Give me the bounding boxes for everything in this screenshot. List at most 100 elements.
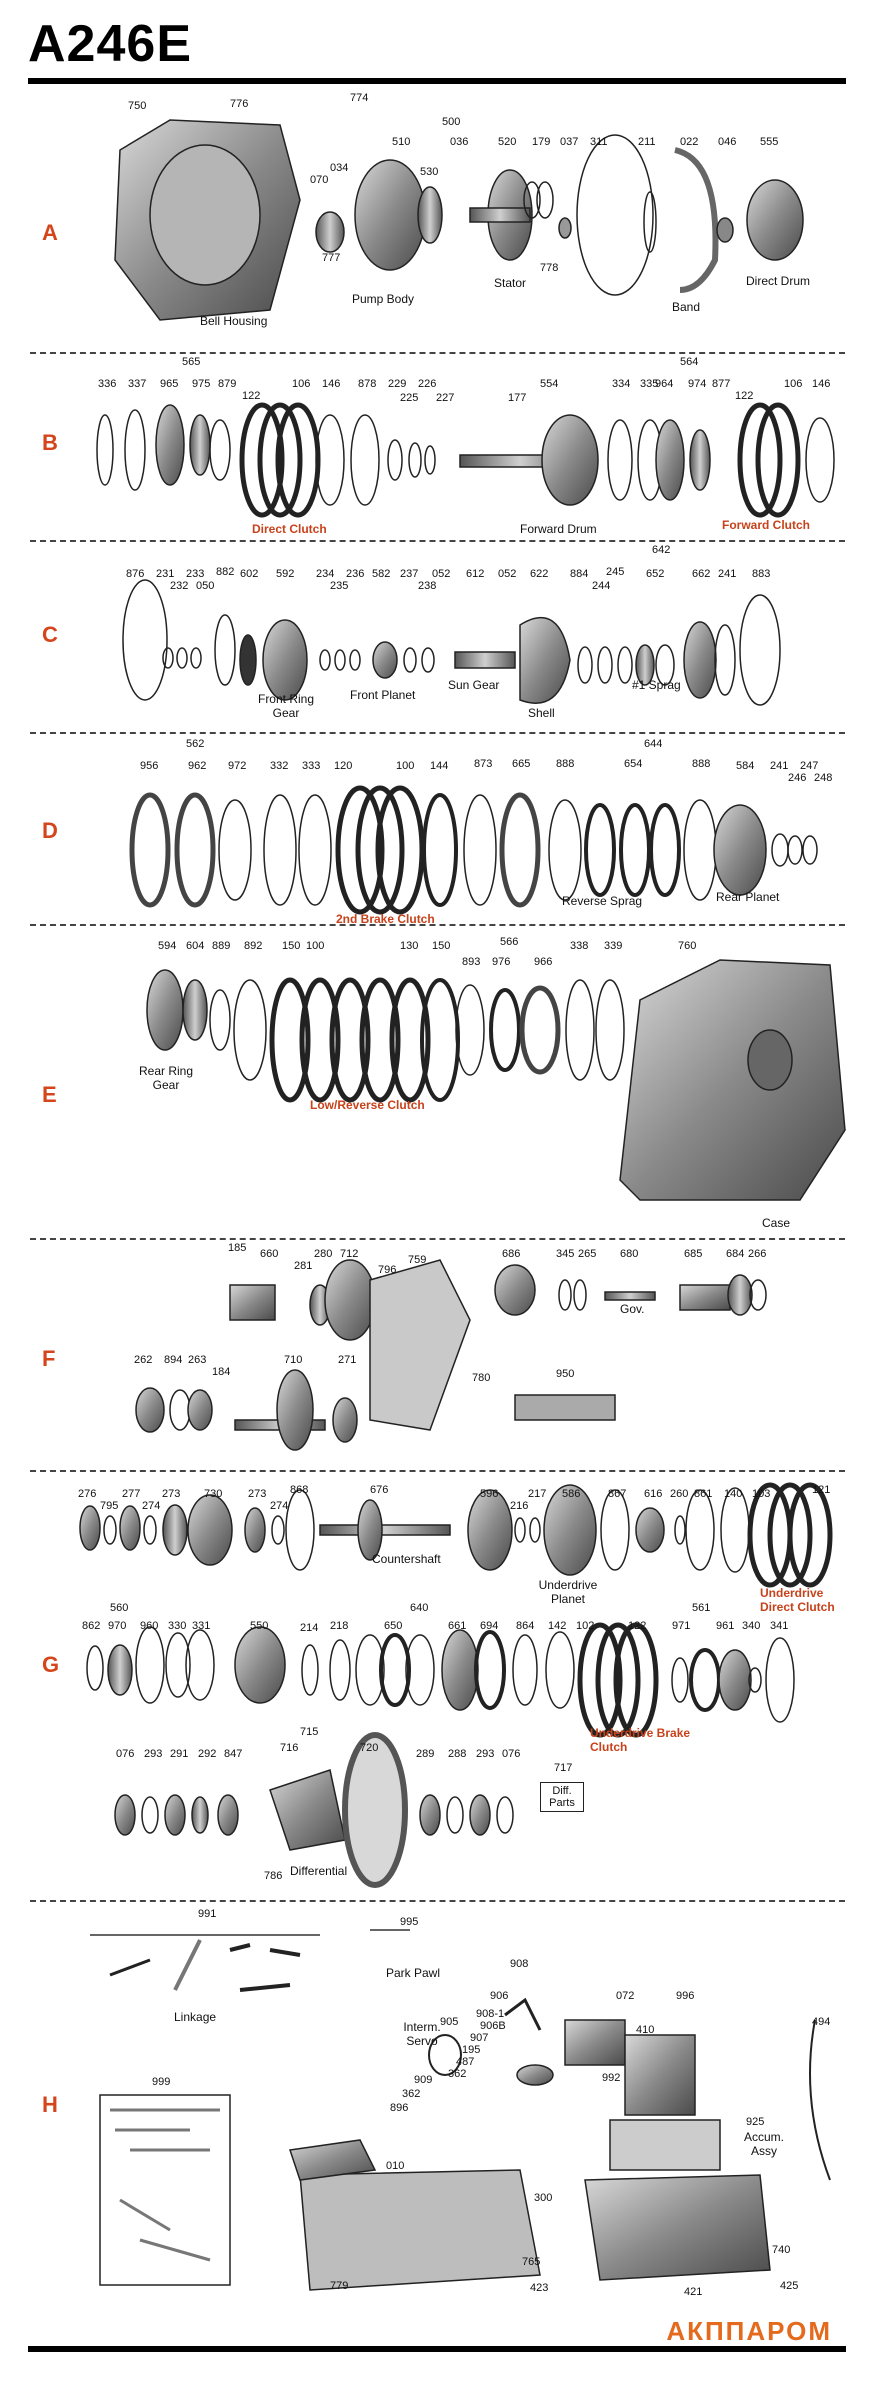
part-number: 266 <box>748 1248 767 1260</box>
divider <box>30 540 845 542</box>
part-number: 245 <box>606 566 625 578</box>
divider <box>30 1238 845 1240</box>
part-number: 717 <box>554 1762 573 1774</box>
part-number: 281 <box>294 1260 313 1272</box>
part-number: 660 <box>260 1248 279 1260</box>
part-number: 421 <box>684 2286 703 2298</box>
label-linkage: Linkage <box>174 2010 217 2024</box>
part-number: 046 <box>718 136 737 148</box>
part-number: 602 <box>240 568 259 580</box>
part-number: 750 <box>128 100 147 112</box>
section-letter-d: D <box>42 818 58 843</box>
part-number: 616 <box>644 1488 663 1500</box>
part-number: 662 <box>692 568 711 580</box>
brand-logo: АКППАРОМ <box>666 2316 832 2346</box>
part-number: 892 <box>244 940 263 952</box>
label-bell-housing: Bell Housing <box>200 314 268 328</box>
label-diff-parts: Diff. Parts <box>549 1785 575 1809</box>
part-number: 909 <box>414 2074 433 2086</box>
section-letter-b: B <box>42 430 58 455</box>
part-number: 786 <box>264 1870 283 1882</box>
part-number: 961 <box>716 1620 735 1632</box>
part-number: 238 <box>418 580 437 592</box>
part-number: 246 <box>788 772 807 784</box>
part-number: 640 <box>410 1602 429 1614</box>
part-number: 423 <box>530 2282 549 2294</box>
label-case: Case <box>762 1216 791 1230</box>
part-number: 311 <box>590 136 608 148</box>
part-number: 740 <box>772 2244 791 2256</box>
part-number: 100 <box>306 940 325 952</box>
part-number: 034 <box>330 162 349 174</box>
part-number: 889 <box>212 940 231 952</box>
part-number: 778 <box>540 262 559 274</box>
part-number: 217 <box>528 1488 547 1500</box>
part-number: 908 <box>510 1958 529 1970</box>
section-letter-f: F <box>42 1346 56 1371</box>
label-pump-body: Pump Body <box>352 292 415 306</box>
part-number: 195 <box>462 2044 481 2056</box>
part-number: 888 <box>556 758 575 770</box>
part-number: 233 <box>186 568 205 580</box>
part-number: 765 <box>522 2256 541 2268</box>
part-number: 776 <box>230 98 249 110</box>
part-number: 604 <box>186 940 205 952</box>
section-letter-c: C <box>42 622 58 647</box>
part-number: 710 <box>284 1354 303 1366</box>
part-number: 102 <box>576 1620 595 1632</box>
part-number: 122 <box>628 1620 647 1632</box>
part-number: 037 <box>560 136 579 148</box>
label-sun-gear: Sun Gear <box>448 678 500 692</box>
part-number: 100 <box>396 760 415 772</box>
part-number: 293 <box>144 1748 163 1760</box>
part-number: 956 <box>140 760 159 772</box>
part-number: 966 <box>534 956 553 968</box>
divider <box>30 732 845 734</box>
part-number: 780 <box>472 1372 491 1384</box>
part-number: 120 <box>334 760 353 772</box>
part-number: 331 <box>192 1620 211 1632</box>
divider <box>30 924 845 926</box>
section-letter-g: G <box>42 1652 60 1677</box>
part-number: 644 <box>644 738 663 750</box>
part-number: 106 <box>784 378 803 390</box>
label-band: Band <box>672 300 701 314</box>
part-number: 237 <box>400 568 419 580</box>
part-number: 235 <box>330 580 349 592</box>
part-number: 362 <box>402 2088 421 2100</box>
part-number: 122 <box>735 390 754 402</box>
label-direct-drum: Direct Drum <box>746 274 811 288</box>
part-number: 550 <box>250 1620 269 1632</box>
part-number: 774 <box>350 92 369 104</box>
part-number: 280 <box>314 1248 333 1260</box>
part-number: 265 <box>578 1248 597 1260</box>
part-number: 179 <box>532 136 551 148</box>
part-number: 970 <box>108 1620 127 1632</box>
part-number: 106 <box>292 378 311 390</box>
part-number: 622 <box>530 568 549 580</box>
part-number: 218 <box>330 1620 349 1632</box>
part-number: 730 <box>204 1488 223 1500</box>
label-rear-ring-gear: Rear Ring Gear <box>138 1064 194 1092</box>
part-number: 964 <box>655 378 674 390</box>
part-number: 680 <box>620 1248 639 1260</box>
part-number: 010 <box>386 2160 405 2172</box>
part-number: 345 <box>556 1248 575 1260</box>
part-number: 592 <box>276 568 295 580</box>
label-accum-assy: Accum. Assy <box>743 2130 784 2158</box>
part-number: 867 <box>608 1488 627 1500</box>
part-number: 976 <box>492 956 511 968</box>
part-number: 244 <box>592 580 611 592</box>
part-number: 796 <box>378 1264 397 1276</box>
part-number: 052 <box>498 568 517 580</box>
part-number: 925 <box>746 2116 765 2128</box>
part-number: 779 <box>330 2280 349 2292</box>
part-number: 271 <box>338 1354 357 1366</box>
part-number: 907 <box>470 2032 489 2044</box>
part-number: 530 <box>420 166 439 178</box>
part-number: 339 <box>604 940 623 952</box>
part-number: 103 <box>752 1488 771 1500</box>
label-stator: Stator <box>494 276 527 290</box>
part-number: 684 <box>726 1248 745 1260</box>
